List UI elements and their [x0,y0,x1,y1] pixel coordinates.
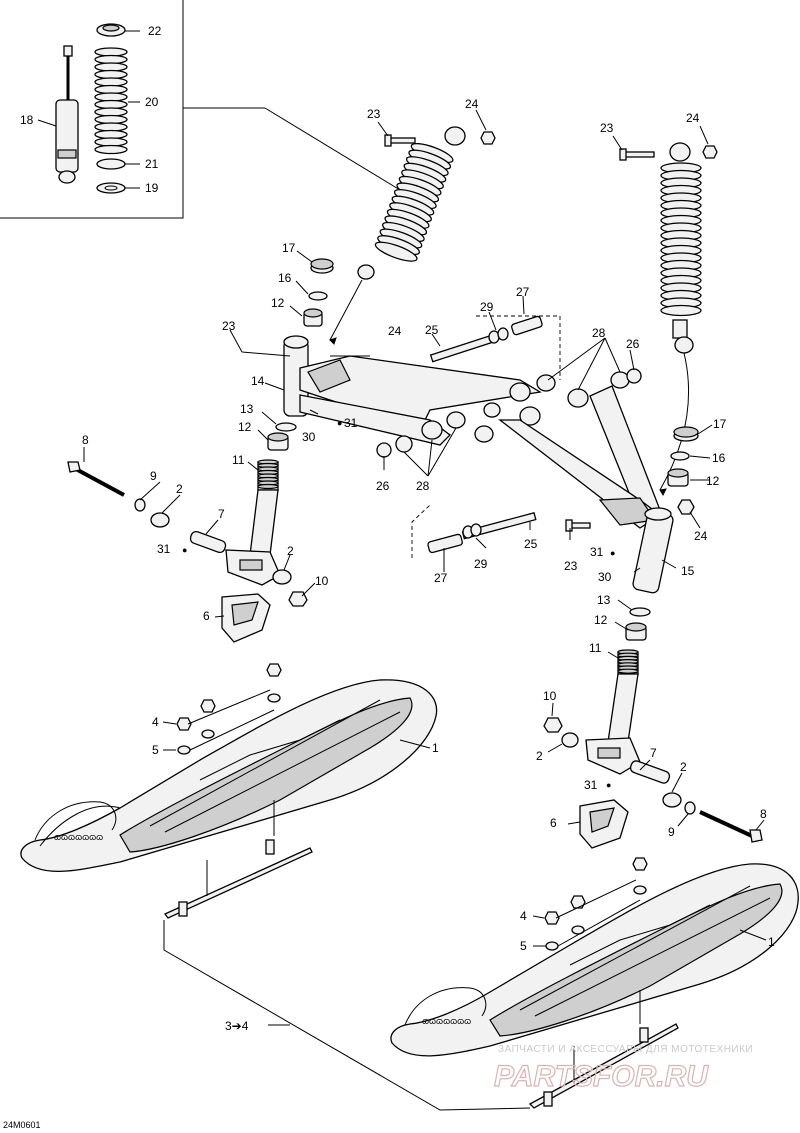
label-12-right-lower: 12 [594,613,608,627]
left-ski-icon: ɷɷɷɷɷɷɷ [20,679,438,919]
label-14: 14 [251,374,265,388]
watermark-caption: ЗАПЧАСТИ И АКСЕССУАРЫ ДЛЯ МОТОТЕХНИКИ [498,1044,753,1055]
spring-seat-icon [96,158,126,170]
label-24-top-left: 24 [465,97,479,111]
label-24-right-arm: 24 [694,529,708,543]
label-1-right: 1 [768,935,775,949]
label-26-right: 26 [626,337,640,351]
right-ski-icon: ɷɷɷɷɷɷɷ [390,863,799,1109]
label-4-right: 4 [520,909,527,923]
label-9-right: 9 [668,825,675,839]
label-17-right: 17 [713,417,727,431]
label-17-left: 17 [282,241,296,255]
left-ski-fasteners: 4 5 1 [152,663,439,757]
label-23-top-right: 23 [600,121,614,135]
label-5-right: 5 [520,939,527,953]
label-28-upper: 28 [592,326,606,340]
right-spindle-group: 13 12 11 10 2 7 31 ● 2 9 8 6 [536,593,767,849]
label-16-right: 16 [712,451,726,465]
label-11-left: 11 [232,453,245,467]
label-23-top-left: 23 [367,107,381,121]
left-shock-absorber-icon [264,107,466,345]
label-3-to-4: 3➔4 [225,1019,249,1033]
label-29-lower: 29 [474,557,488,571]
right-shock-absorber-icon: 23 24 [600,111,718,497]
label-23-right-arm: 23 [564,559,578,573]
label-15: 15 [681,564,695,578]
label-6-right: 6 [550,816,557,830]
diagram-code: 24M0601 [3,1120,41,1130]
label-2-left-lower: 2 [287,544,294,558]
left-spindle-group: ● ● 17 16 12 23 24 14 13 12 30 31 11 8 9… [67,241,542,643]
label-11-right: 11 [589,641,602,655]
label-2-right-lower: 2 [536,749,543,763]
label-4-left: 4 [152,715,159,729]
label-13-right: 13 [597,593,611,607]
label-28-lower: 28 [416,479,430,493]
svg-text:ɷɷɷɷɷɷɷ: ɷɷɷɷɷɷɷ [422,1016,471,1026]
label-31-left-arm: 31 [344,416,358,430]
label-1-left: 1 [432,741,439,755]
label-9-left: 9 [150,469,157,483]
label-30-right: 30 [598,570,612,584]
label-12-left-lower: 12 [238,420,252,434]
label-24-top-right: 24 [686,111,700,125]
label-10-left: 10 [315,574,329,588]
label-30-left: 30 [302,430,316,444]
right-ski-fasteners: 4 5 1 [520,857,775,953]
label-19: 19 [145,181,159,195]
ski-runner-reference: 3➔4 [163,920,531,1111]
label-7-left: 7 [218,507,225,521]
label-31-left-knuckle: 31 [157,542,171,556]
svg-text:●: ● [182,545,187,555]
label-12-right-upper: 12 [706,474,720,488]
coil-spring-icon [94,47,128,155]
label-8-left: 8 [82,433,89,447]
label-29-upper: 29 [480,300,494,314]
watermark-site: PARTSFOR.RU [494,1060,709,1093]
label-22: 22 [148,24,162,38]
label-21: 21 [145,157,159,171]
label-7-right: 7 [650,746,657,760]
label-26-left: 26 [376,479,390,493]
right-a-arm-group: 27 29 25 28 26 28 26 17 16 12 24 23 25 2… [376,285,727,594]
label-25-upper: 25 [425,323,439,337]
label-27-upper: 27 [516,285,530,299]
label-13-left: 13 [240,402,254,416]
label-10-right: 10 [543,689,557,703]
label-25-lower: 25 [524,537,538,551]
label-2-right-upper: 2 [680,760,687,774]
label-2-left-upper: 2 [176,482,183,496]
svg-text:●: ● [610,548,615,558]
left-shock-top-bolt-icon: 23 24 [367,97,496,147]
label-6-left: 6 [203,609,210,623]
label-31-right-knuckle: 31 [584,778,598,792]
label-23-left-arm: 23 [222,319,236,333]
label-18: 18 [20,113,34,127]
shock-detail-inset: 22 20 21 19 18 [0,0,265,219]
svg-text:ɷɷɷɷɷɷɷ: ɷɷɷɷɷɷɷ [54,832,103,842]
washer-icon [96,182,126,194]
label-12-left-upper: 12 [271,296,285,310]
label-5-left: 5 [152,743,159,757]
label-20: 20 [145,95,159,109]
shock-absorber-icon [55,45,79,184]
label-24-left-arm: 24 [388,324,402,338]
label-8-right: 8 [760,807,767,821]
label-31-right-arm: 31 [590,545,604,559]
svg-text:●: ● [337,418,342,428]
label-27-lower: 27 [434,571,448,585]
label-16-left: 16 [278,271,292,285]
svg-text:●: ● [606,780,611,790]
